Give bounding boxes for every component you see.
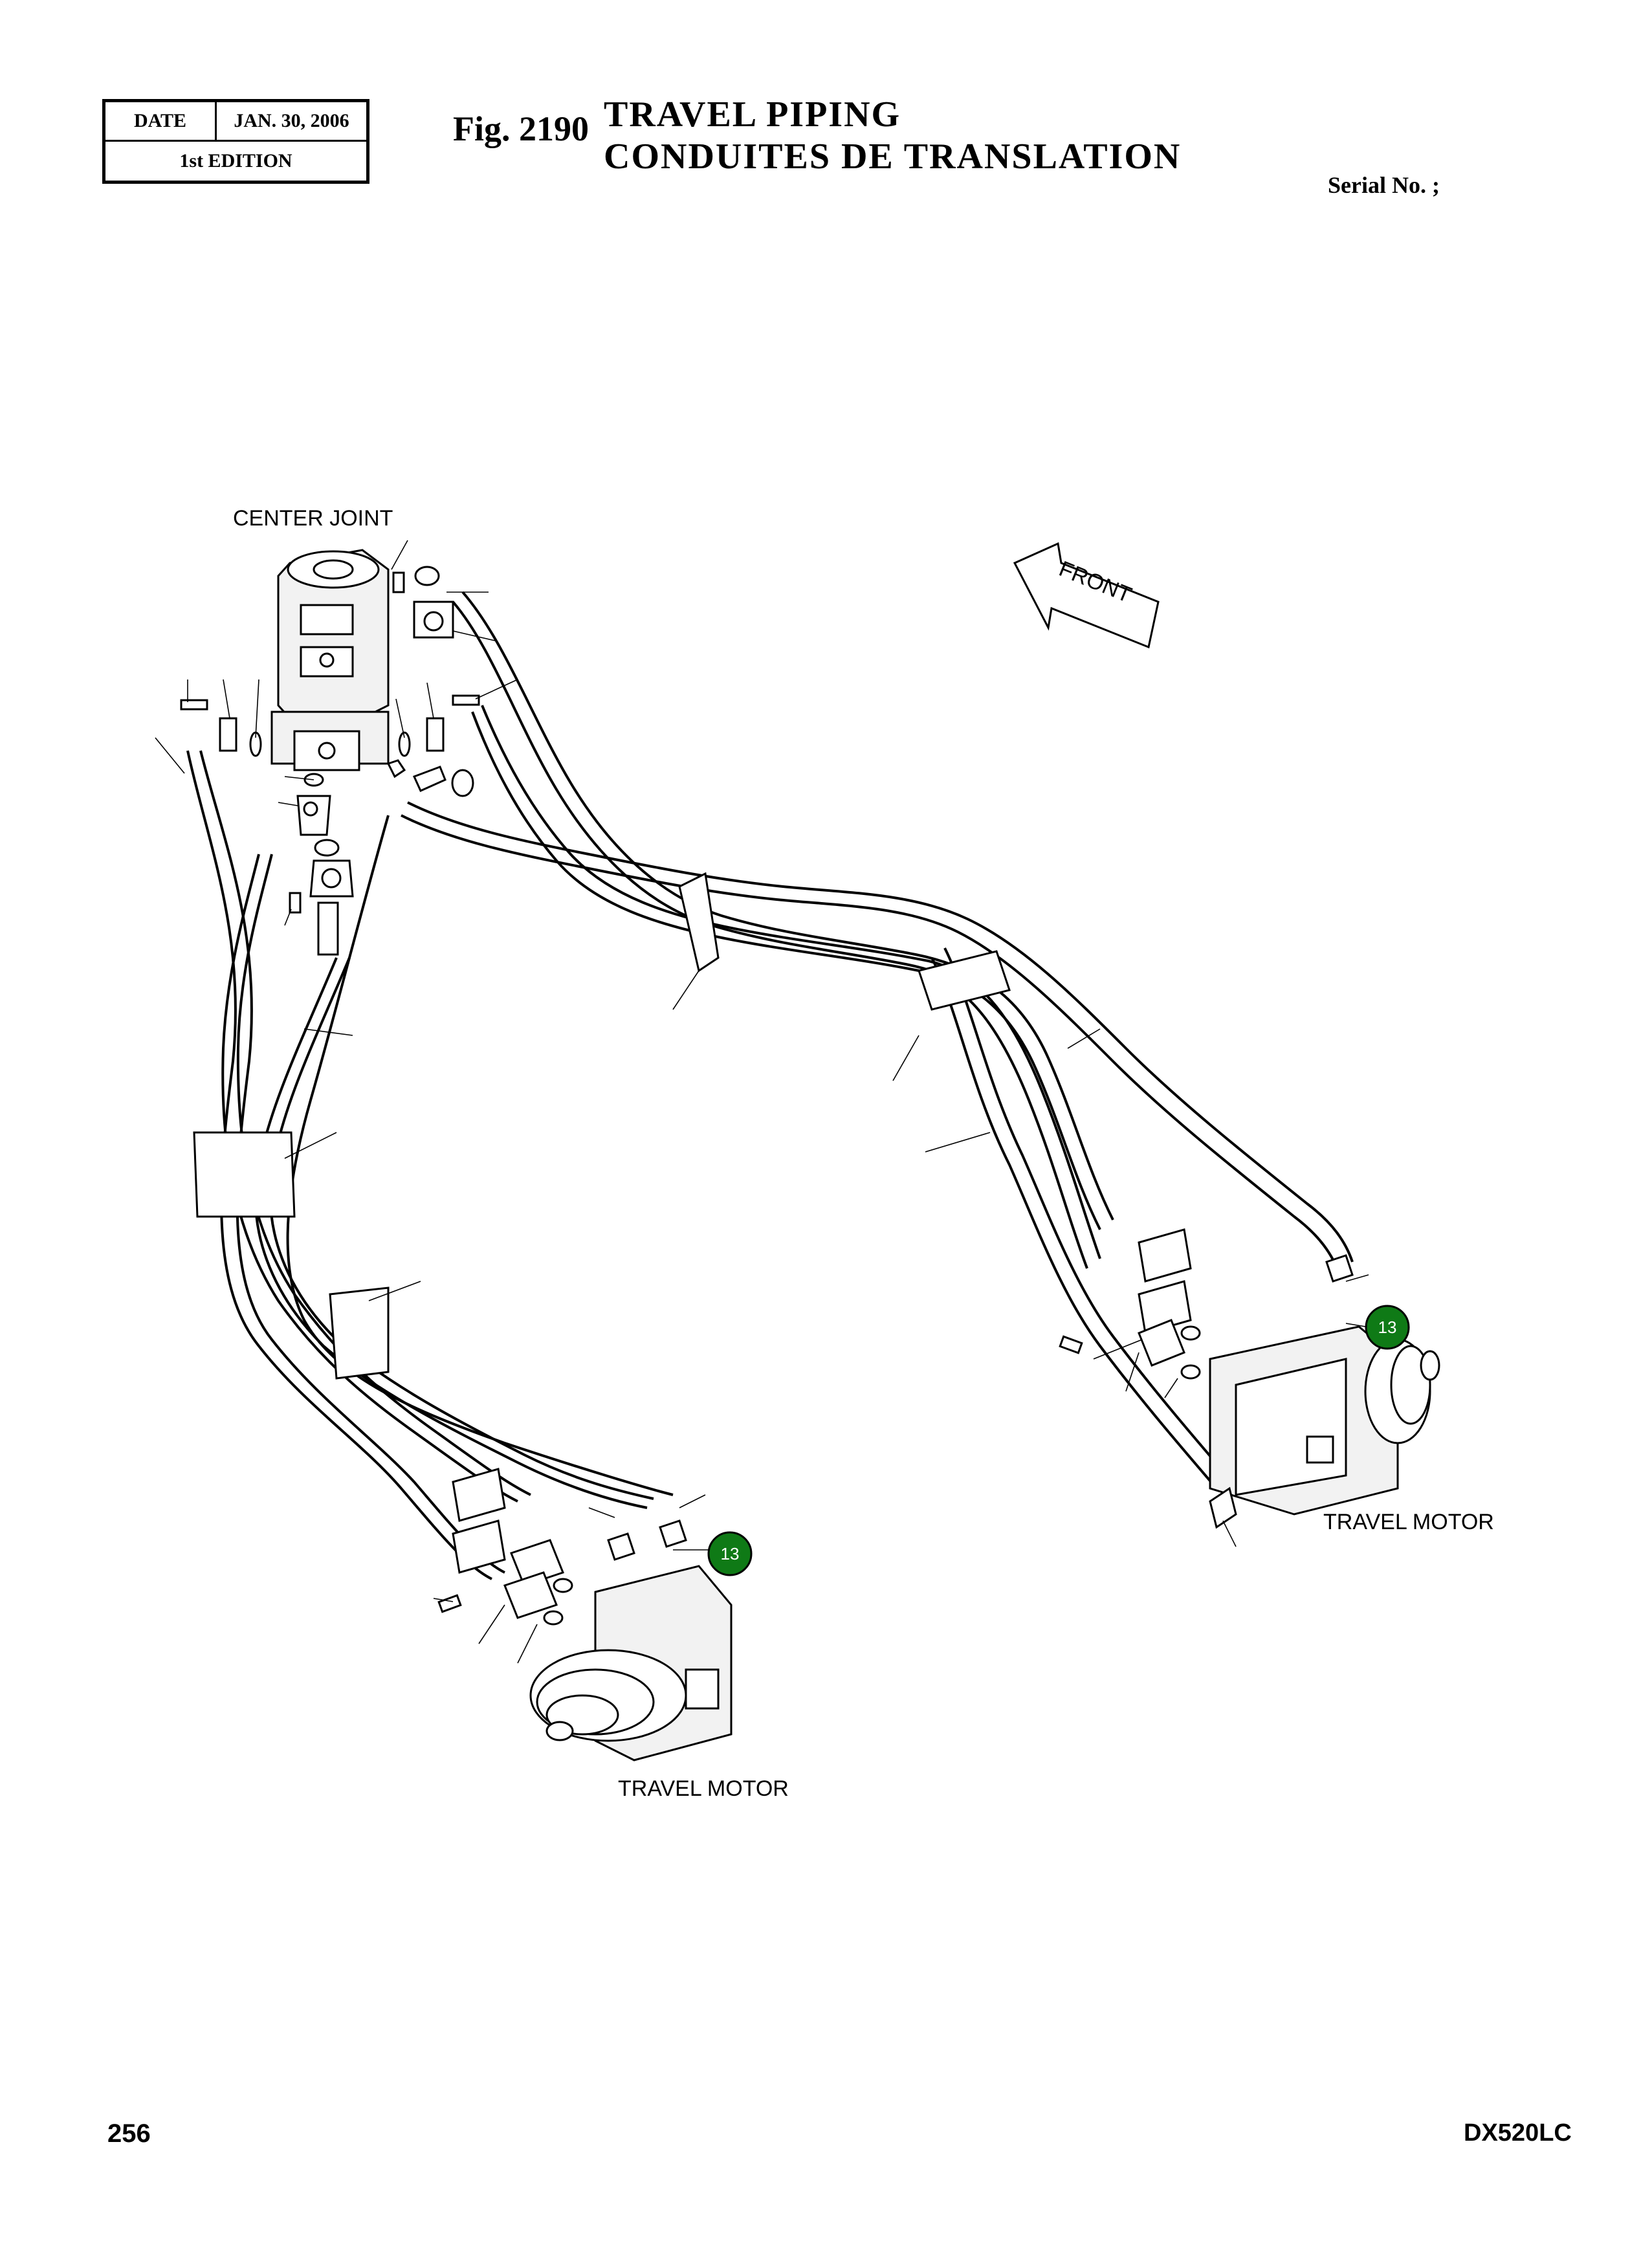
front-arrow-icon: FRONT	[1013, 542, 1160, 649]
center-joint	[180, 549, 480, 956]
travel-motor-left	[437, 1468, 732, 1761]
travel-motor-right	[1059, 1228, 1440, 1529]
callout-13-left: 13	[673, 1531, 753, 1576]
date-value: JAN. 30, 2006	[217, 102, 366, 142]
date-label: DATE	[105, 102, 217, 142]
model-name: DX520LC	[1464, 2119, 1572, 2147]
figure-number: Fig. 2190	[453, 109, 589, 148]
travel-motor-right-label: TRAVEL MOTOR	[1323, 1510, 1494, 1534]
leader-lines	[155, 540, 1369, 1664]
title-english: TRAVEL PIPING	[604, 94, 901, 135]
callout-13-right: 13	[1345, 1305, 1410, 1350]
hose-bundle	[186, 591, 1354, 1580]
travel-motor-left-label: TRAVEL MOTOR	[618, 1776, 789, 1801]
title-french: CONDUITES DE TRANSLATION	[604, 137, 1182, 177]
date-box: DATE JAN. 30, 2006 1st EDITION	[102, 99, 369, 184]
callout-13-left-number: 13	[721, 1544, 740, 1563]
page-number: 256	[107, 2119, 151, 2148]
callout-13-right-number: 13	[1378, 1318, 1397, 1337]
edition-label: 1st EDITION	[179, 149, 292, 171]
center-joint-label: CENTER JOINT	[233, 506, 393, 531]
hose-clamps	[193, 872, 1011, 1380]
serial-number: Serial No. ;	[1328, 172, 1440, 198]
